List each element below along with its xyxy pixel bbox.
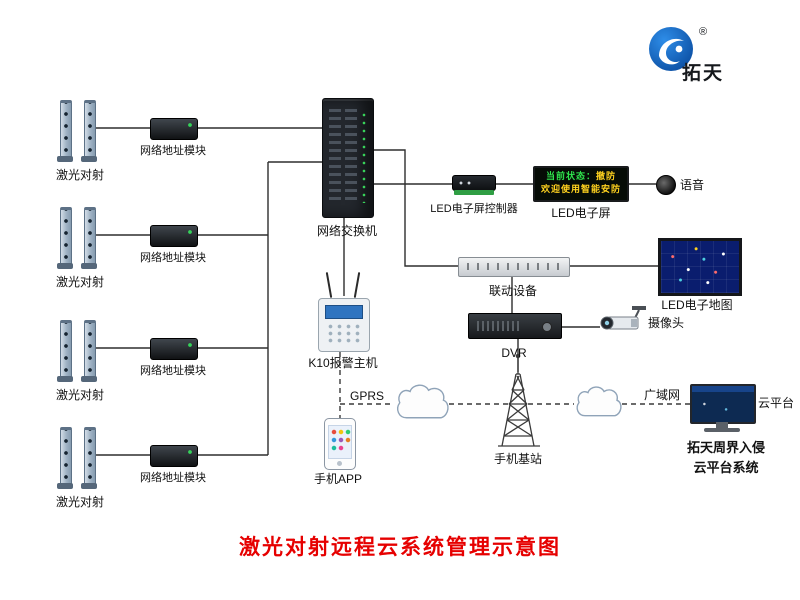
tower-base — [57, 483, 73, 489]
module-label: 网络地址模块 — [140, 472, 206, 484]
led-map — [658, 238, 742, 296]
dvr-device — [468, 313, 562, 339]
switch-label: 网络交换机 — [316, 224, 377, 238]
k10-label: K10报警主机 — [308, 356, 378, 370]
phone-app-label: 手机APP — [313, 472, 362, 486]
cloud-platform-caption-2: 云平台系统 — [693, 460, 759, 475]
laser-pair-label: 激光对射 — [55, 388, 104, 402]
tower-base — [81, 483, 97, 489]
gprs-label: GPRS — [350, 389, 385, 403]
linkage-label: 联动设备 — [488, 284, 537, 298]
phone-home-button — [337, 461, 342, 466]
led-screen-line1: 当前状态：撤防 — [546, 172, 616, 183]
tower-base — [57, 376, 73, 382]
network-switch — [322, 98, 374, 218]
network-address-module — [150, 445, 198, 467]
brand-name: 拓天 — [682, 63, 725, 84]
laser-tower-icon — [60, 207, 72, 267]
base-station-icon — [498, 353, 540, 447]
dvr-label: DVR — [501, 346, 527, 360]
controller-pcb-strip — [454, 190, 494, 195]
k10-antenna — [353, 272, 361, 298]
led-status-value: 撤防 — [596, 172, 617, 182]
module-label: 网络地址模块 — [140, 365, 206, 377]
led-map-label: LED电子地图 — [661, 298, 733, 312]
laser-detector-pair — [56, 207, 104, 269]
laser-tower-icon — [60, 100, 72, 160]
k10-antenna — [325, 272, 333, 298]
network-address-module — [150, 118, 198, 140]
laser-pair-label: 激光对射 — [55, 168, 104, 182]
switch-port-grid — [329, 109, 357, 205]
led-screen-controller — [452, 175, 496, 191]
wan-label: 广域网 — [643, 388, 680, 402]
laser-detector-pair — [56, 427, 104, 489]
dvr-vents — [477, 321, 519, 331]
led-screen: 当前状态：撤防 欢迎使用智能安防 — [533, 166, 629, 202]
laser-tower-icon — [60, 427, 72, 487]
phone-screen — [328, 425, 352, 459]
laser-tower-icon — [84, 100, 96, 160]
laser-tower-icon — [84, 207, 96, 267]
tower-base — [81, 376, 97, 382]
cloud-platform-caption-1: 拓天周界入侵 — [686, 440, 765, 455]
wan-cloud-icon — [577, 387, 621, 416]
camera-icon — [600, 306, 646, 330]
led-controller-label: LED电子屏控制器 — [430, 203, 518, 215]
module-label: 网络地址模块 — [140, 252, 206, 264]
led-status-prefix: 当前状态： — [545, 172, 596, 182]
monitor-base — [704, 428, 740, 432]
tower-base — [81, 263, 97, 269]
led-screen-label: LED电子屏 — [551, 206, 611, 220]
laser-pair-label: 激光对射 — [55, 275, 104, 289]
k10-alarm-host — [318, 298, 370, 352]
base-station-label: 手机基站 — [493, 452, 542, 466]
laser-detector-pair — [56, 320, 104, 382]
voice-label: 语音 — [680, 178, 705, 192]
camera-label: 摄像头 — [648, 316, 685, 330]
monitor-neck — [716, 422, 728, 428]
network-address-module — [150, 225, 198, 247]
switch-led-column — [361, 111, 367, 203]
speaker-icon — [656, 175, 676, 195]
rack-slots — [467, 263, 559, 270]
laser-pair-label: 激光对射 — [55, 495, 104, 509]
cloud-platform-label: 云平台 — [758, 396, 795, 410]
linkage-device — [458, 257, 570, 277]
k10-lcd — [325, 305, 363, 319]
phone-app-icon — [324, 418, 356, 470]
tower-base — [57, 263, 73, 269]
dvr-power-button — [542, 322, 552, 332]
led-screen-line2: 欢迎使用智能安防 — [540, 185, 621, 195]
laser-tower-icon — [84, 320, 96, 380]
k10-keypad — [326, 323, 362, 345]
diagram-title: 激光对射远程云系统管理示意图 — [239, 536, 561, 559]
cloud-platform-monitor — [690, 384, 756, 424]
gprs-cloud-icon — [398, 385, 448, 418]
tower-base — [57, 156, 73, 162]
module-label: 网络地址模块 — [140, 145, 206, 157]
network-address-module — [150, 338, 198, 360]
laser-tower-icon — [60, 320, 72, 380]
laser-tower-icon — [84, 427, 96, 487]
registered-trademark: ® — [699, 26, 708, 38]
tower-base — [81, 156, 97, 162]
laser-detector-pair — [56, 100, 104, 162]
